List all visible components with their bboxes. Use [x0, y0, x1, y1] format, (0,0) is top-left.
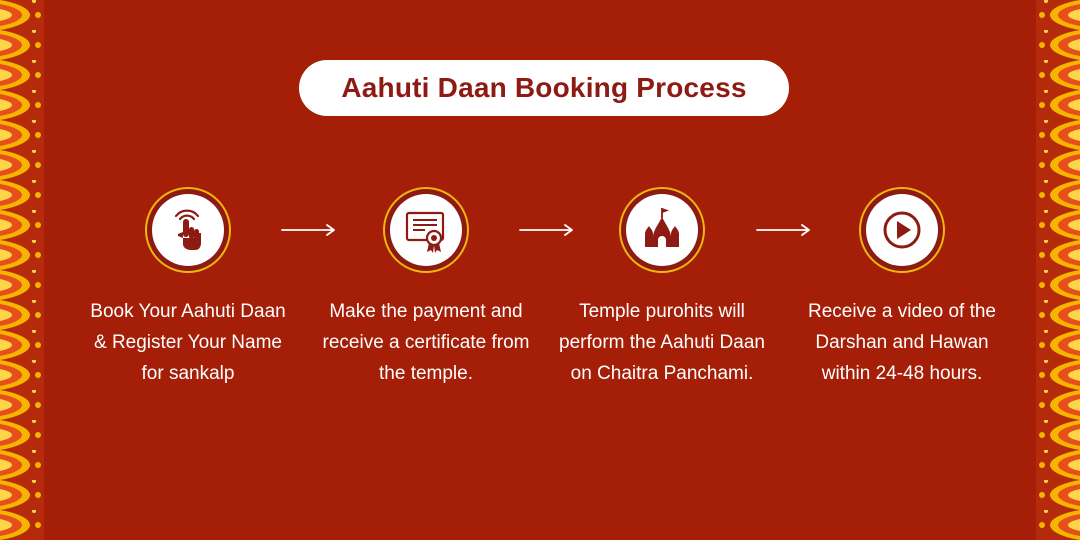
tap-hand-icon	[145, 187, 231, 273]
left-decorative-border	[0, 0, 44, 540]
arrow-3-to-4	[756, 222, 812, 238]
step-2-icon-badge	[382, 186, 470, 274]
step-4-icon-badge	[858, 186, 946, 274]
step-3-description: Temple purohits will perform the Aahuti …	[559, 301, 765, 384]
arrow-1-to-2	[281, 222, 337, 238]
arrow-2-to-3	[519, 222, 575, 238]
step-4-description: Receive a video of the Darshan and Hawan…	[807, 301, 996, 384]
play-video-icon	[859, 187, 945, 273]
step-3-icon-badge	[618, 186, 706, 274]
step-2-description: Make the payment and receive a certifica…	[322, 301, 530, 384]
certificate-icon	[383, 187, 469, 273]
temple-icon	[619, 187, 705, 273]
step-1-icon-badge	[144, 186, 232, 274]
page-title: Aahuti Daan Booking Process	[299, 60, 789, 116]
step-1-description: Book Your Aahuti Daan & Register Your Na…	[90, 301, 286, 384]
right-decorative-border	[1036, 0, 1080, 540]
